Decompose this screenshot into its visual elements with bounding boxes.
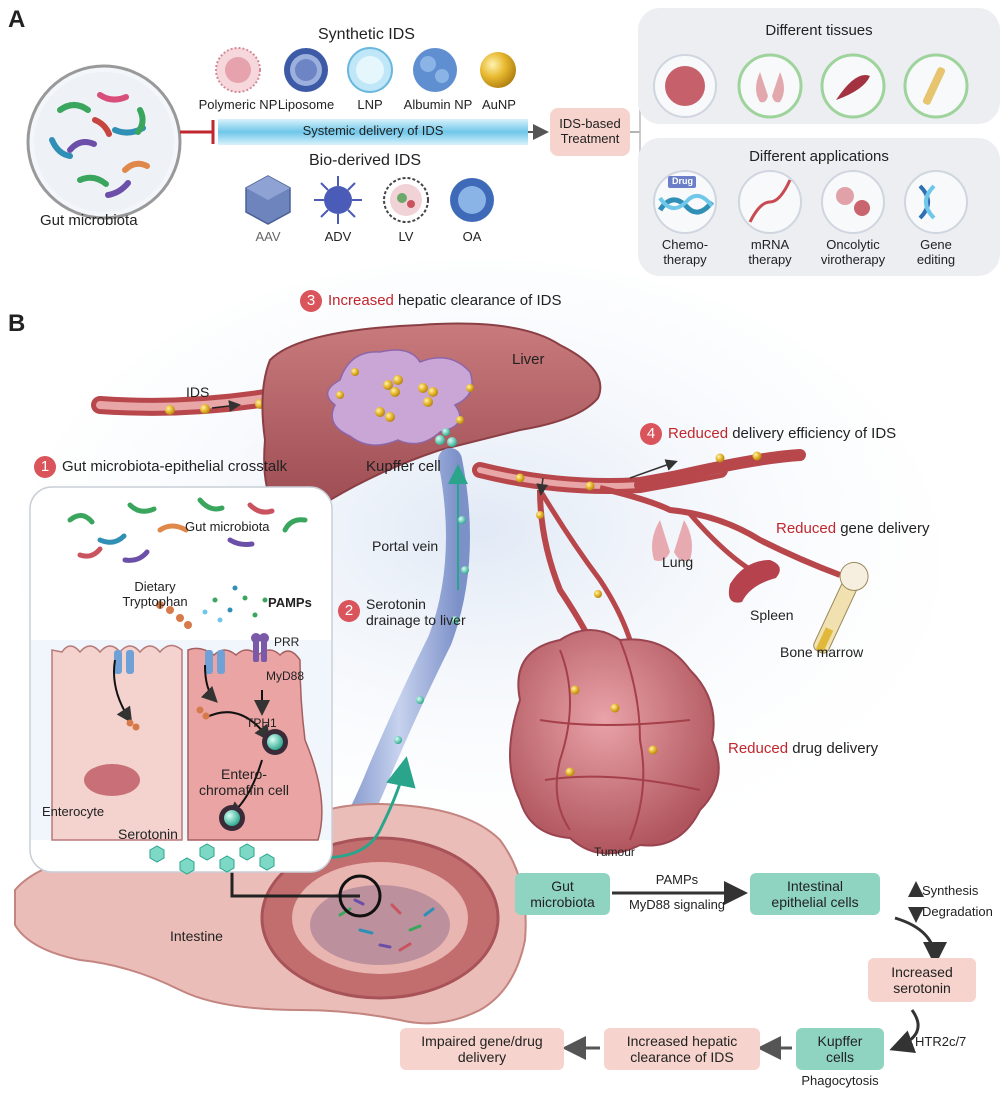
tissue-spheres bbox=[653, 53, 969, 119]
flow-myd88-signaling-label: MyD88 signaling bbox=[628, 897, 726, 912]
flow-htr-label: HTR2c/7 bbox=[915, 1034, 967, 1049]
application-spheres bbox=[653, 170, 968, 234]
reduced-gene-text: gene delivery bbox=[836, 520, 930, 537]
different-tissues-title: Different tissues bbox=[765, 22, 873, 39]
tph1-label: TPH1 bbox=[246, 716, 277, 730]
lung-label: Lung bbox=[662, 554, 694, 570]
different-applications-title: Different applications bbox=[749, 148, 889, 165]
treatment-box-bg bbox=[550, 108, 630, 156]
flow-phagocytosis-label: Phagocytosis bbox=[801, 1073, 879, 1088]
adv-label: ADV bbox=[324, 229, 352, 244]
lv-label: LV bbox=[398, 229, 414, 244]
myd88-label: MyD88 bbox=[266, 669, 305, 683]
step-3-label: 3 Increased hepatic clearance of IDS bbox=[300, 290, 561, 312]
inset-gut-microbiota-label: Gut microbiota bbox=[185, 519, 270, 534]
bone-marrow-shape bbox=[813, 561, 869, 654]
gut-microbiota-dish bbox=[26, 64, 182, 220]
step-4-text: delivery efficiency of IDS bbox=[728, 424, 897, 442]
oncolytic-virotherapy-label: Oncolytic virotherapy bbox=[820, 237, 886, 267]
flow-hepatic-clearance-box: Increased hepatic clearance of IDS bbox=[604, 1028, 760, 1070]
step-3-text: hepatic clearance of IDS bbox=[393, 291, 562, 309]
bio-derived-title: Bio-derived IDS bbox=[309, 152, 422, 169]
gut-microbiota-label: Gut microbiota bbox=[40, 212, 138, 229]
ids-label: IDS bbox=[186, 384, 210, 400]
step-1-text: Gut microbiota-epithelial crosstalk bbox=[62, 457, 288, 475]
step-2-number: 2 bbox=[338, 600, 360, 622]
flow-degradation-label: Degradation bbox=[922, 904, 993, 919]
pamps-label: PAMPs bbox=[268, 595, 312, 610]
drug-tag: Drug bbox=[672, 176, 693, 186]
panel-a-label: A bbox=[8, 6, 26, 33]
tumour-shape bbox=[509, 629, 720, 855]
kupffer-cell-label: Kupffer cell bbox=[366, 458, 441, 475]
flow-kupffer-cells-box: Kupffer cells bbox=[796, 1028, 884, 1070]
prr-label: PRR bbox=[274, 635, 300, 649]
enterocyte-label: Enterocyte bbox=[42, 804, 105, 819]
reduced-drug-delivery-label: Reduced drug delivery bbox=[728, 740, 878, 757]
oa-label: OA bbox=[462, 229, 482, 244]
flow-synthesis-label: Synthesis bbox=[922, 883, 979, 898]
step-2-text: Serotonin drainage to liver bbox=[366, 596, 466, 629]
step-4-label: 4 Reduced delivery efficiency of IDS bbox=[640, 423, 896, 445]
flow-increased-serotonin-box: Increased serotonin bbox=[868, 958, 976, 1002]
systemic-delivery-label: Systemic delivery of IDS bbox=[302, 123, 444, 138]
step-3-highlight: Increased bbox=[328, 291, 394, 309]
reduced-gene-delivery-label: Reduced gene delivery bbox=[776, 520, 929, 537]
tumour-label: Tumour bbox=[594, 845, 635, 859]
treatment-box: IDS-based Treatment bbox=[559, 116, 621, 146]
flow-pamps-label: PAMPs bbox=[655, 872, 699, 887]
gene-editing-label: Gene editing bbox=[916, 237, 956, 267]
panel-b-label: B bbox=[8, 310, 26, 337]
bio-derived-ids-icons bbox=[245, 175, 494, 225]
albumin-np-label: Albumin NP bbox=[403, 97, 473, 112]
spleen-shape bbox=[728, 560, 780, 603]
polymeric-np-label: Polymeric NP bbox=[198, 97, 278, 112]
spleen-label: Spleen bbox=[750, 607, 794, 623]
step-1-label: 1 Gut microbiota-epithelial crosstalk bbox=[34, 456, 287, 478]
reduced-drug-text: drug delivery bbox=[788, 740, 879, 757]
chemotherapy-label: Chemo- therapy bbox=[661, 237, 709, 267]
serotonin-label: Serotonin bbox=[118, 826, 178, 842]
dietary-tryptophan-label: Dietary Tryptophan bbox=[122, 579, 188, 609]
step-1-number: 1 bbox=[34, 456, 56, 478]
enterochromaffin-label: Entero- chromaffin cell bbox=[198, 766, 289, 799]
step-4-number: 4 bbox=[640, 423, 662, 445]
aunp-label: AuNP bbox=[482, 97, 516, 112]
flow-epithelial-cells-box: Intestinal epithelial cells bbox=[750, 873, 880, 915]
reduced-gene-highlight: Reduced bbox=[776, 520, 837, 537]
lung-shape bbox=[652, 520, 692, 561]
step-3-number: 3 bbox=[300, 290, 322, 312]
applications-panel-bg bbox=[638, 138, 1000, 276]
intestine-label: Intestine bbox=[170, 928, 223, 944]
synthetic-ids-icons bbox=[215, 47, 516, 93]
flow-gut-microbiota-box: Gut microbiota bbox=[515, 873, 610, 915]
aav-label: AAV bbox=[255, 229, 281, 244]
mrna-therapy-label: mRNA therapy bbox=[748, 237, 792, 267]
lnp-label: LNP bbox=[357, 97, 383, 112]
flow-impaired-delivery-box: Impaired gene/drug delivery bbox=[400, 1028, 564, 1070]
reduced-drug-highlight: Reduced bbox=[728, 740, 789, 757]
portal-vein-label: Portal vein bbox=[372, 538, 439, 554]
step-4-highlight: Reduced bbox=[668, 424, 729, 442]
bone-marrow-label: Bone marrow bbox=[780, 644, 864, 660]
synthetic-ids-title: Synthetic IDS bbox=[318, 26, 415, 43]
step-2-label: 2 Serotonin drainage to liver bbox=[338, 596, 466, 628]
liposome-label: Liposome bbox=[277, 97, 335, 112]
liver-label: Liver bbox=[512, 351, 545, 368]
